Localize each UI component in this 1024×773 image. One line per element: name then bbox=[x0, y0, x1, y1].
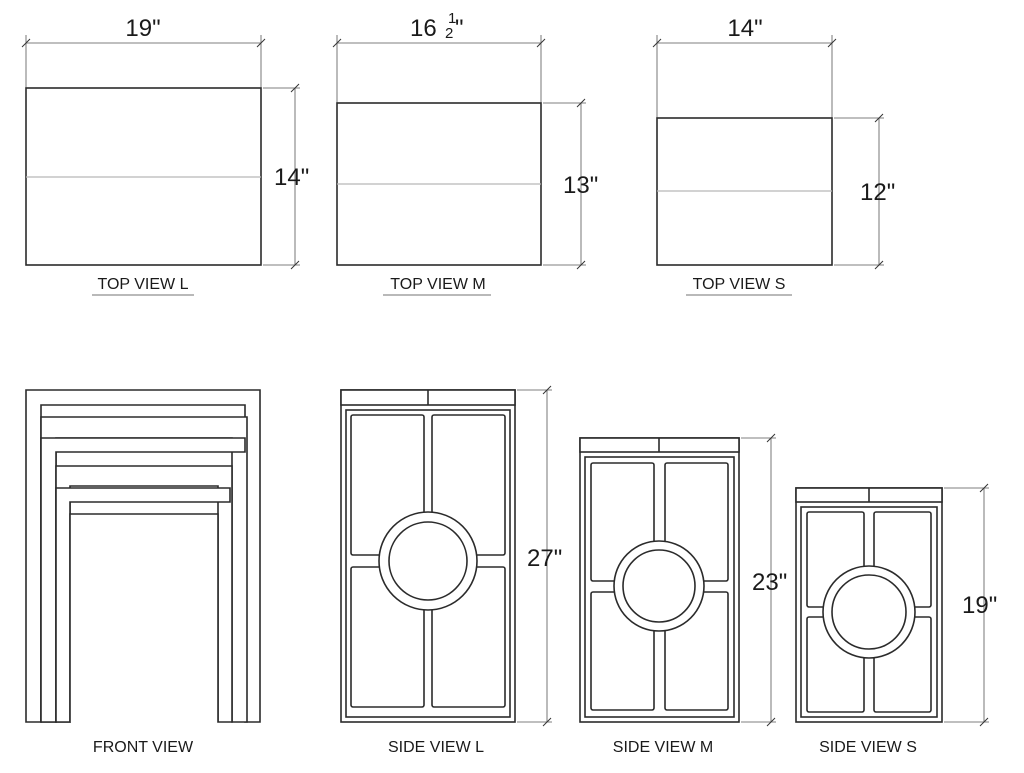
top-view-l-width-label: 19" bbox=[125, 15, 160, 42]
top-view-l-depth-label: 14" bbox=[274, 164, 309, 191]
top-view-m-depth-label: 13" bbox=[563, 172, 598, 199]
side-view-l-caption: SIDE VIEW L bbox=[388, 739, 484, 756]
top-view-l-caption: TOP VIEW L bbox=[98, 276, 189, 293]
side-view-large: 27" SIDE VIEW L bbox=[340, 385, 562, 756]
top-view-medium: 16 1 2 " 13" TOP VIEW M bbox=[332, 10, 598, 296]
top-view-s-caption: TOP VIEW S bbox=[693, 276, 786, 293]
side-view-m-caption: SIDE VIEW M bbox=[613, 739, 713, 756]
front-view-caption: FRONT VIEW bbox=[93, 739, 194, 756]
top-view-m-caption: TOP VIEW M bbox=[390, 276, 485, 293]
top-view-m-width-whole: 16 bbox=[410, 15, 437, 42]
side-view-medium: 23" SIDE VIEW M bbox=[579, 433, 787, 756]
side-view-m-height-label: 23" bbox=[752, 569, 787, 596]
top-view-m-width-unit: " bbox=[455, 15, 464, 42]
top-view-small: 14" 12" TOP VIEW S bbox=[652, 15, 895, 296]
side-view-l-height-label: 27" bbox=[527, 545, 562, 572]
top-view-large: 19" 14" TOP VIEW L bbox=[21, 15, 309, 296]
front-view: FRONT VIEW bbox=[25, 389, 261, 756]
top-view-m-width-numerator: 1 bbox=[448, 10, 456, 27]
top-view-m-width-denominator: 2 bbox=[445, 25, 453, 42]
top-view-s-width-label: 14" bbox=[727, 15, 762, 42]
side-view-small: 19" SIDE VIEW S bbox=[795, 483, 997, 756]
top-view-s-depth-label: 12" bbox=[860, 179, 895, 206]
side-view-s-height-label: 19" bbox=[962, 592, 997, 619]
side-view-s-caption: SIDE VIEW S bbox=[819, 739, 917, 756]
